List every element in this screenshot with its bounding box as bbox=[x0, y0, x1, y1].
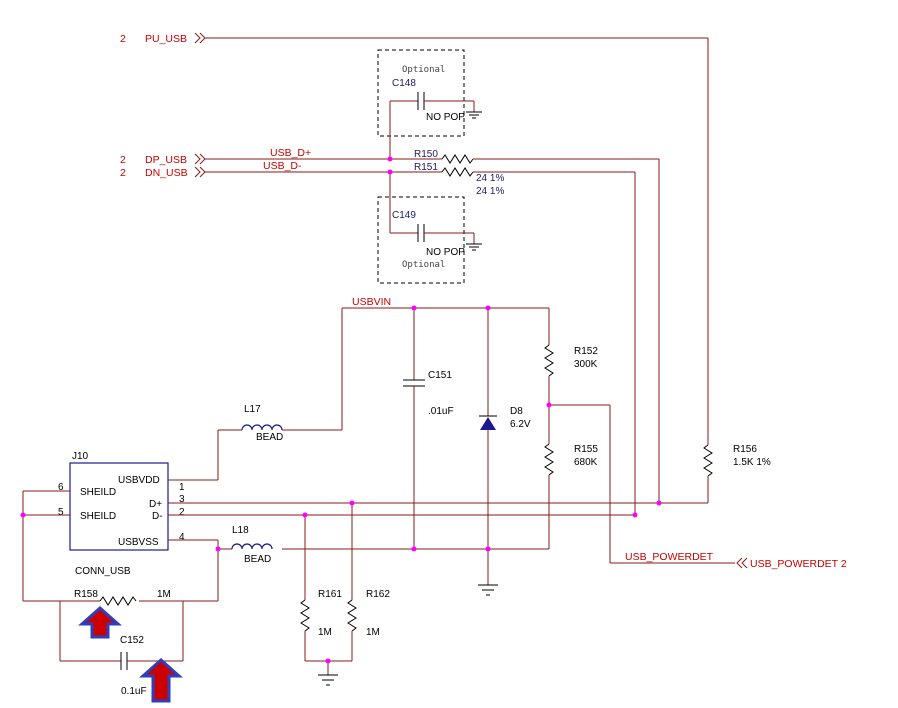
c148-value: NO POP bbox=[426, 112, 465, 123]
r152-ref: R152 bbox=[574, 346, 598, 357]
svg-text:PU_USB: PU_USB bbox=[145, 33, 187, 45]
port-dn-usb: 2 DN_USB bbox=[120, 166, 206, 179]
svg-text:D+: D+ bbox=[149, 499, 162, 510]
net-label-usbvin: USBVIN bbox=[352, 296, 391, 308]
net-label-usb-dminus: USB_D- bbox=[263, 160, 302, 172]
svg-text:USBVDD: USBVDD bbox=[118, 475, 160, 486]
svg-text:USBVSS: USBVSS bbox=[118, 537, 159, 548]
j10-name: CONN_USB bbox=[75, 566, 131, 577]
r155-value: 680K bbox=[574, 457, 598, 468]
r151-value: 24 1% bbox=[476, 186, 504, 197]
c152-ref: C152 bbox=[120, 635, 144, 646]
r150-value: 24 1% bbox=[476, 173, 504, 184]
r158-value: 1M bbox=[157, 589, 171, 600]
net-label-usb-powerdet: USB_POWERDET bbox=[625, 551, 714, 563]
r156-ref: R156 bbox=[733, 444, 757, 455]
svg-text:2: 2 bbox=[120, 167, 126, 179]
port-usb-powerdet: USB_POWERDET 2 bbox=[750, 558, 847, 570]
svg-text:5: 5 bbox=[58, 507, 64, 518]
port-pu-usb: 2 PU_USB bbox=[120, 32, 708, 45]
highlight-arrow-c152 bbox=[139, 657, 183, 703]
r152-value: 300K bbox=[574, 359, 598, 370]
r156-value: 1.5K 1% bbox=[733, 457, 771, 468]
svg-text:SHEILD: SHEILD bbox=[80, 511, 116, 522]
r150-ref: R150 bbox=[414, 149, 438, 160]
net-label-usb-dplus: USB_D+ bbox=[270, 147, 311, 159]
l17-value: BEAD bbox=[256, 432, 283, 443]
svg-text:2: 2 bbox=[120, 33, 126, 45]
svg-text:6: 6 bbox=[58, 482, 64, 493]
c149-ref: C149 bbox=[392, 210, 416, 221]
highlight-arrow-r158 bbox=[78, 605, 122, 639]
c152-value: 0.1uF bbox=[121, 686, 147, 697]
svg-text:DN_USB: DN_USB bbox=[145, 167, 188, 179]
l18-value: BEAD bbox=[244, 554, 271, 565]
svg-text:1: 1 bbox=[179, 482, 185, 493]
r155-ref: R155 bbox=[574, 444, 598, 455]
r161-value: 1M bbox=[318, 627, 332, 638]
l17-ref: L17 bbox=[244, 404, 261, 415]
junction-dots bbox=[20, 156, 662, 664]
r151-ref: R151 bbox=[414, 162, 438, 173]
d8-value: 6.2V bbox=[510, 419, 531, 430]
svg-text:DP_USB: DP_USB bbox=[145, 154, 187, 166]
c151-value: .01uF bbox=[428, 406, 454, 417]
c148-ref: C148 bbox=[392, 78, 416, 89]
svg-text:2: 2 bbox=[179, 507, 185, 518]
r162-value: 1M bbox=[366, 627, 380, 638]
c148-note: Optional bbox=[402, 65, 445, 75]
l18-ref: L18 bbox=[232, 525, 249, 536]
svg-text:SHEILD: SHEILD bbox=[80, 487, 116, 498]
svg-text:3: 3 bbox=[179, 494, 185, 505]
d8-ref: D8 bbox=[510, 406, 523, 417]
r158-ref: R158 bbox=[74, 589, 98, 600]
c151-ref: C151 bbox=[428, 370, 452, 381]
r161-ref: R161 bbox=[318, 589, 342, 600]
j10-ref: J10 bbox=[72, 451, 89, 462]
c149-value: NO POP bbox=[426, 247, 465, 258]
c149-note: Optional bbox=[402, 260, 445, 270]
r162-ref: R162 bbox=[366, 589, 390, 600]
svg-text:4: 4 bbox=[179, 532, 185, 543]
svg-text:D-: D- bbox=[152, 511, 163, 522]
port-dp-usb: 2 DP_USB bbox=[120, 153, 206, 166]
svg-text:2: 2 bbox=[120, 154, 126, 166]
